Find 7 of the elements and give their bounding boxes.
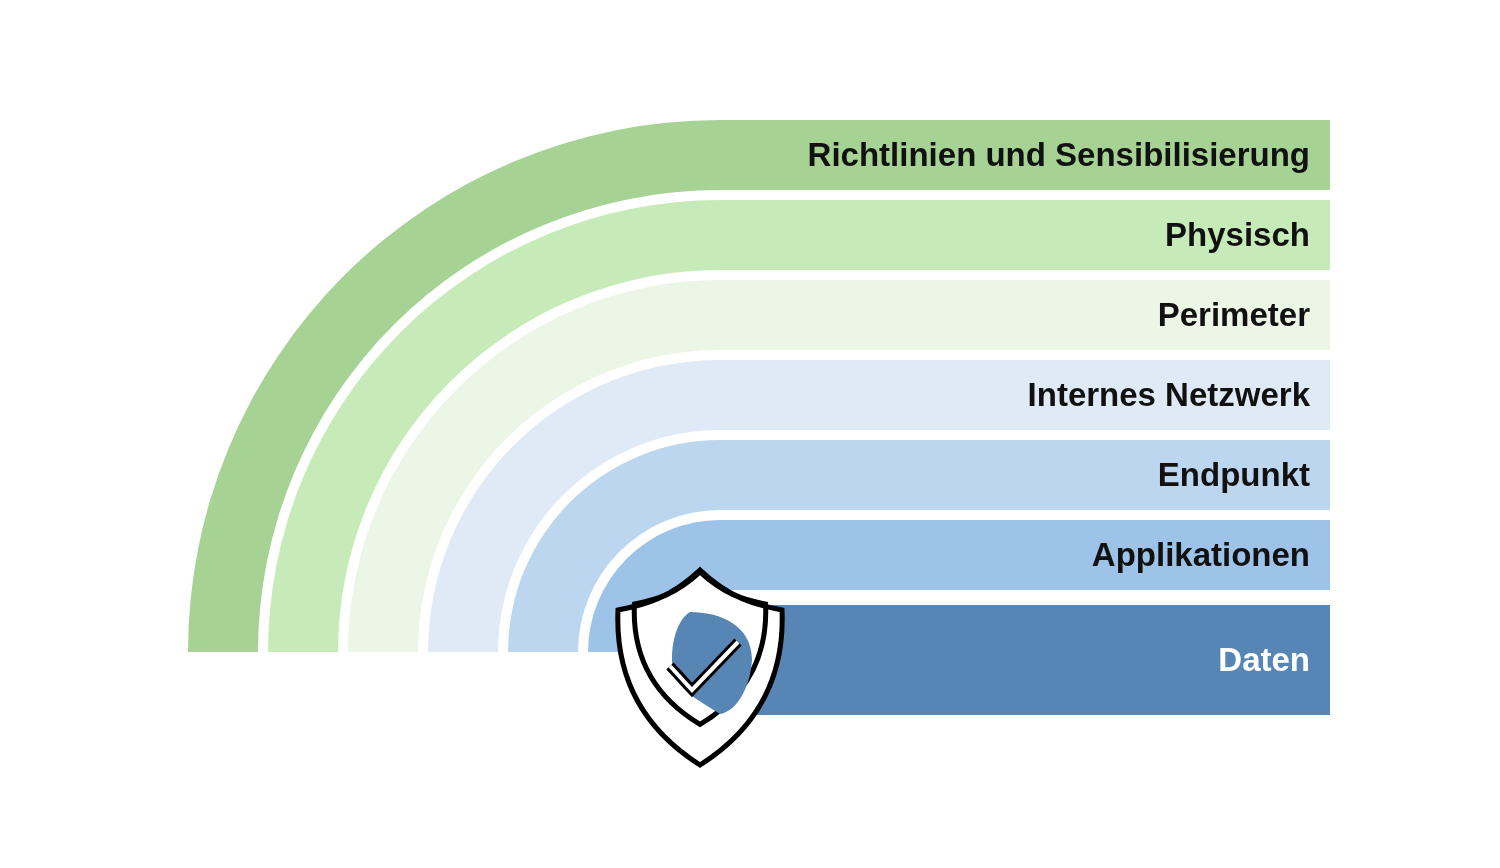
layer-label: Physisch (1165, 216, 1310, 254)
layer-label: Endpunkt (1157, 456, 1310, 494)
layer-label: Richtlinien und Sensibilisierung (807, 136, 1310, 174)
layer-label: Internes Netzwerk (1027, 376, 1310, 414)
layer-label: Applikationen (1091, 536, 1310, 574)
layer-label: Daten (1218, 641, 1310, 679)
layer-label: Perimeter (1157, 296, 1310, 334)
